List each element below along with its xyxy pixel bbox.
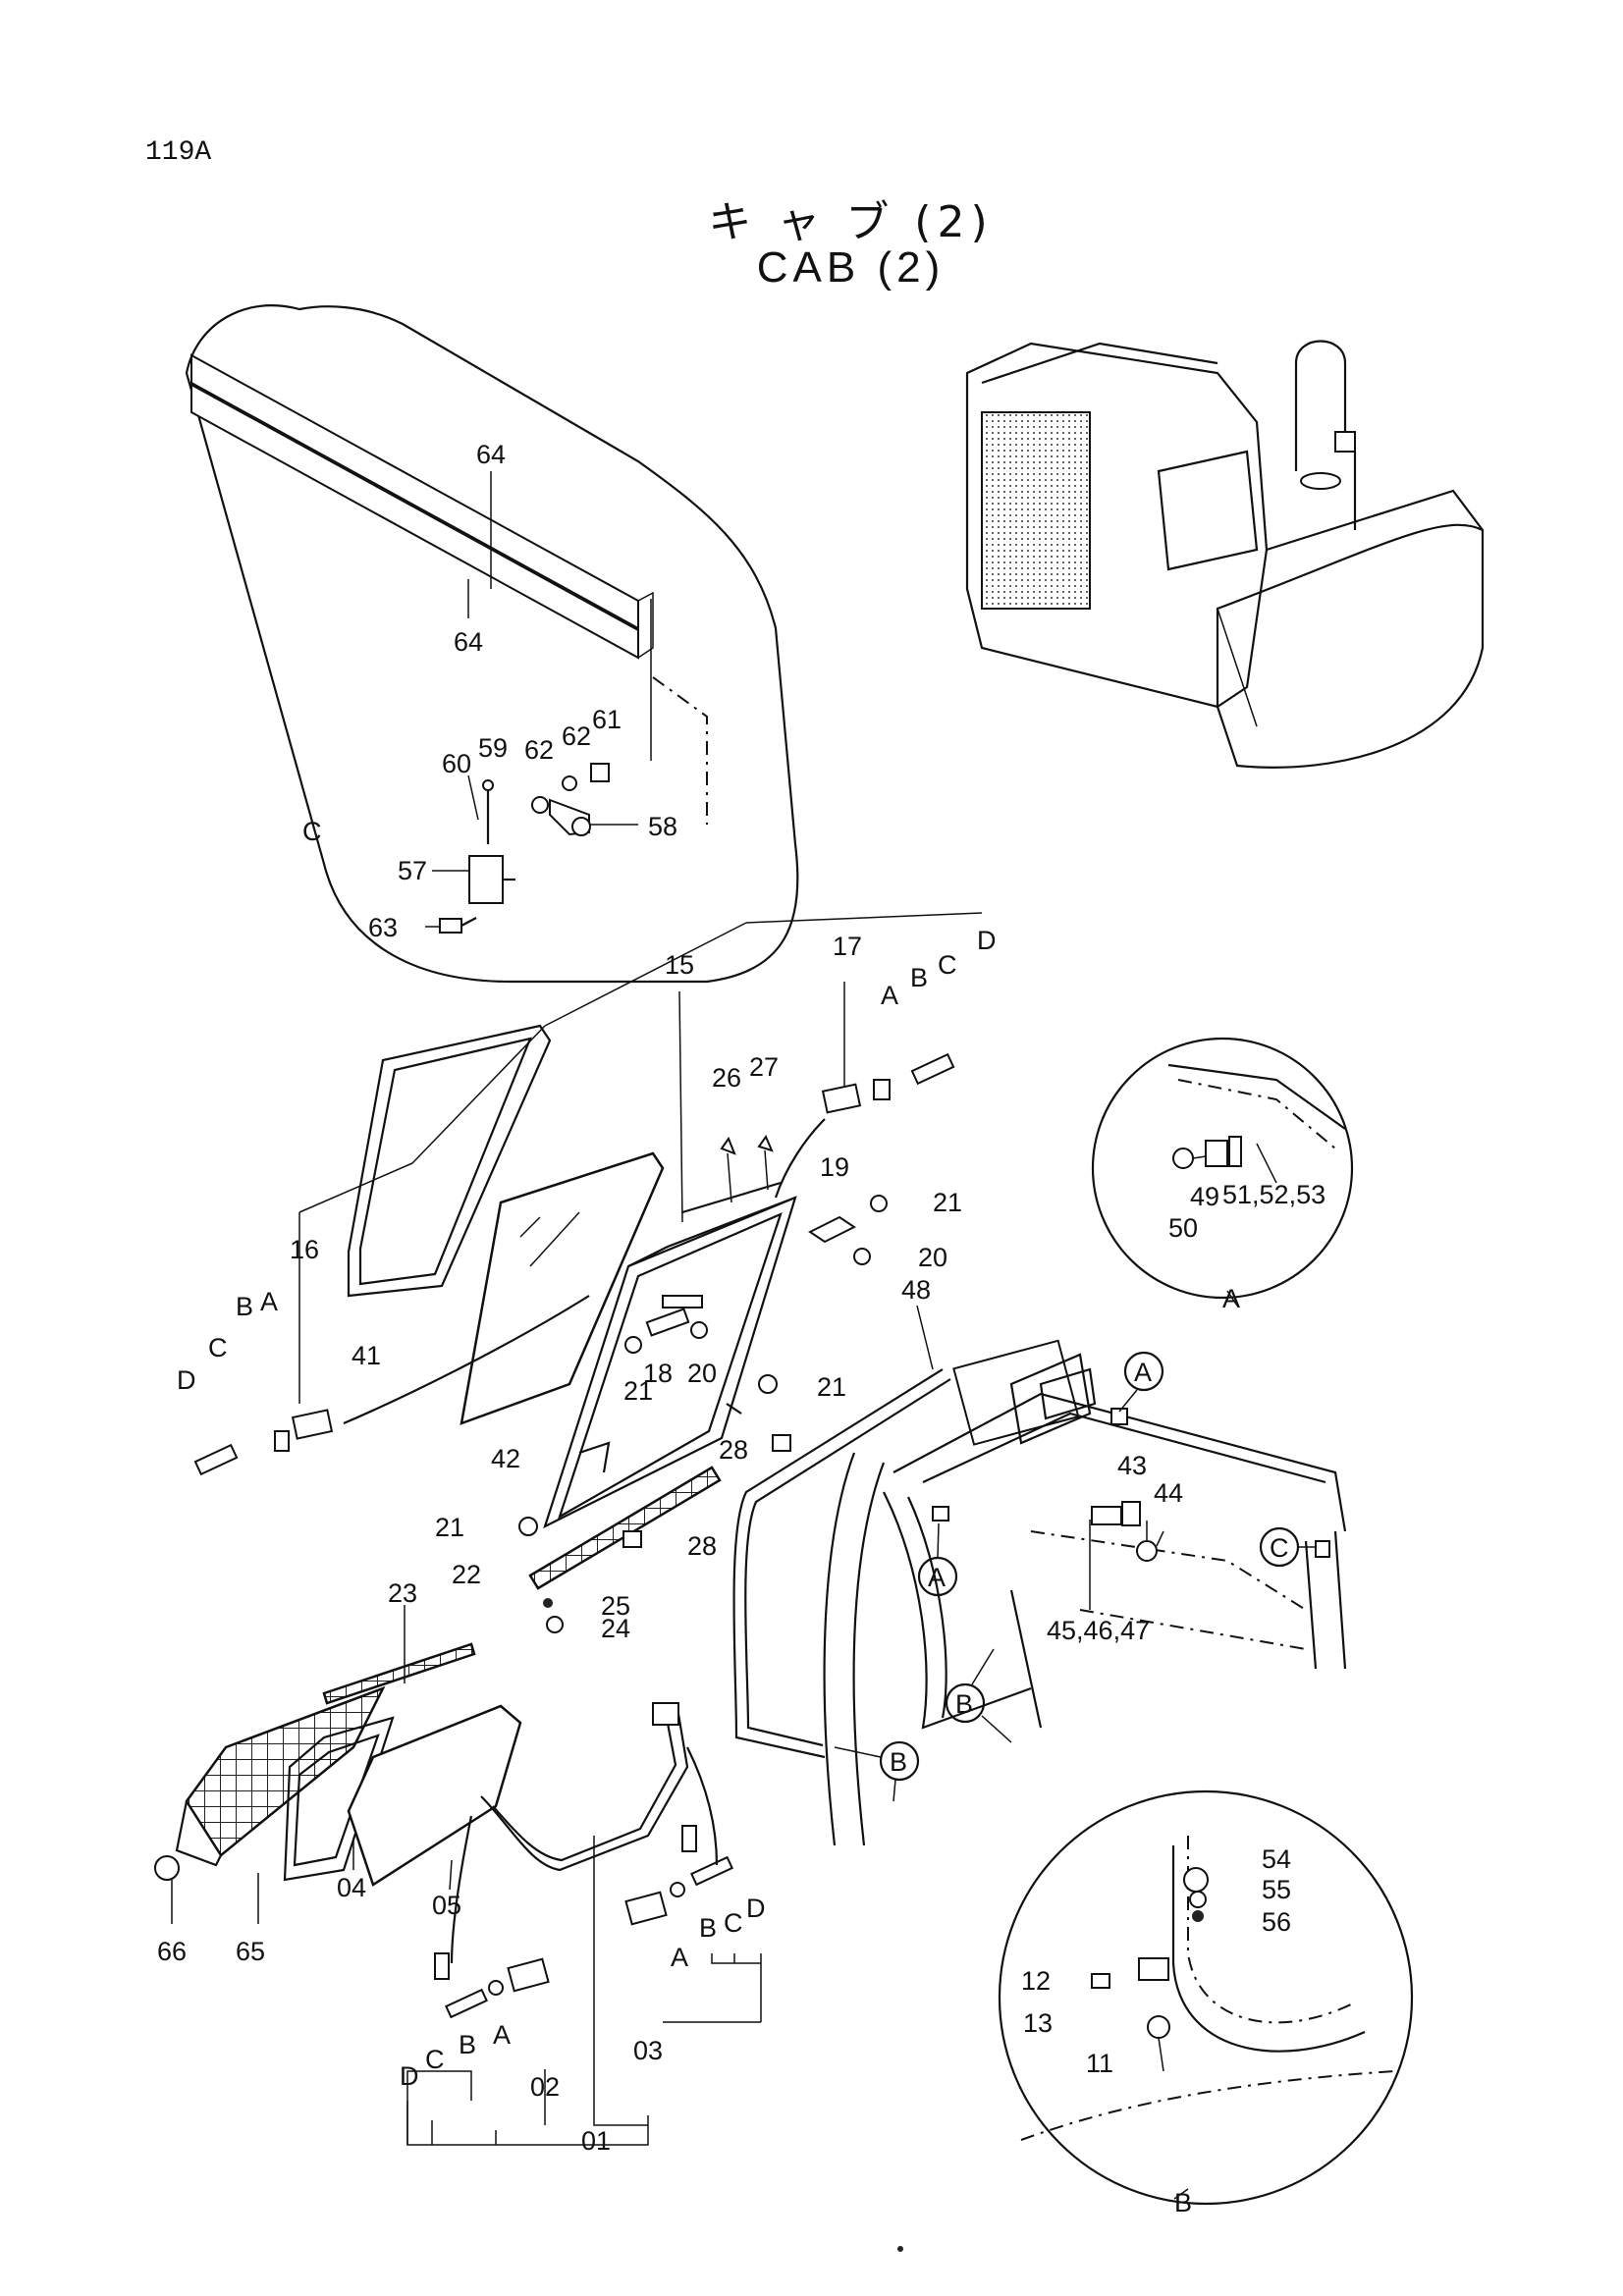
letter-d-left: D bbox=[177, 1365, 196, 1395]
callout-42: 42 bbox=[491, 1444, 520, 1473]
callout-labels: 64 64 59 60 62 62 61 58 57 63 15 17 26 2… bbox=[157, 440, 1325, 2156]
letter-b-bottom: B bbox=[459, 2030, 476, 2059]
letter-c-bottom: C bbox=[425, 2045, 445, 2074]
stray-dot bbox=[897, 2246, 903, 2252]
detail-b-label: B bbox=[1174, 2188, 1192, 2217]
callout-15: 15 bbox=[665, 950, 694, 980]
callout-11: 11 bbox=[1086, 2049, 1113, 2078]
letter-d-top: D bbox=[977, 926, 997, 955]
callout-02: 02 bbox=[530, 2072, 560, 2102]
callout-58: 58 bbox=[648, 812, 677, 841]
callout-43: 43 bbox=[1117, 1451, 1147, 1480]
callout-66: 66 bbox=[157, 1937, 187, 1966]
letter-b-top: B bbox=[910, 963, 928, 992]
page-number: 119A bbox=[145, 137, 212, 168]
letter-a-left: A bbox=[260, 1287, 278, 1316]
callout-28-b: 28 bbox=[687, 1531, 717, 1561]
callout-16: 16 bbox=[290, 1235, 319, 1264]
marker-b-right: B bbox=[955, 1689, 973, 1719]
callout-21-a: 21 bbox=[933, 1188, 962, 1217]
callout-62-left: 62 bbox=[524, 735, 554, 765]
callout-55: 55 bbox=[1262, 1875, 1291, 1904]
door-assembly bbox=[193, 912, 983, 1705]
reference-markers: A A B B C bbox=[834, 1351, 1316, 1802]
marker-b-left: B bbox=[890, 1747, 907, 1777]
letter-c-top: C bbox=[938, 950, 957, 980]
callout-20-b: 20 bbox=[687, 1359, 717, 1388]
cab-overview-illustration bbox=[965, 340, 1485, 769]
callout-21-b: 21 bbox=[623, 1376, 653, 1406]
callout-13: 13 bbox=[1023, 2008, 1053, 2038]
callout-03: 03 bbox=[633, 2036, 663, 2065]
callout-48: 48 bbox=[901, 1275, 931, 1305]
letter-d-bottom: D bbox=[400, 2061, 419, 2091]
letter-b-mid: B bbox=[699, 1913, 717, 1943]
callout-23: 23 bbox=[388, 1578, 417, 1608]
callout-41: 41 bbox=[352, 1341, 381, 1370]
callout-62-right: 62 bbox=[562, 721, 591, 751]
callout-56: 56 bbox=[1262, 1907, 1291, 1937]
callout-04: 04 bbox=[337, 1873, 366, 1902]
marker-a-top: A bbox=[1134, 1358, 1152, 1387]
callout-64-top: 64 bbox=[476, 440, 506, 469]
callout-64-bottom: 64 bbox=[454, 627, 483, 657]
letter-a-mid: A bbox=[671, 1943, 688, 1972]
callout-28-a: 28 bbox=[719, 1435, 748, 1465]
detail-c-label: C bbox=[302, 817, 322, 846]
callout-49: 49 bbox=[1190, 1182, 1219, 1211]
callout-51-52-53: 51,52,53 bbox=[1222, 1180, 1325, 1209]
letter-d-mid: D bbox=[746, 1894, 766, 1923]
callout-17: 17 bbox=[833, 932, 862, 961]
callout-59: 59 bbox=[478, 733, 508, 763]
callout-65: 65 bbox=[236, 1937, 265, 1966]
callout-54: 54 bbox=[1262, 1844, 1291, 1874]
callout-12: 12 bbox=[1021, 1966, 1051, 1996]
callout-45-46-47: 45,46,47 bbox=[1047, 1616, 1150, 1645]
cab-frame bbox=[732, 1305, 1347, 1846]
detail-a-label: A bbox=[1222, 1284, 1240, 1313]
callout-26: 26 bbox=[712, 1063, 741, 1093]
callout-22: 22 bbox=[452, 1560, 481, 1589]
callout-20-a: 20 bbox=[918, 1243, 947, 1272]
callout-25: 25 bbox=[601, 1591, 630, 1621]
detail-b-view bbox=[998, 1789, 1414, 2206]
callout-50: 50 bbox=[1168, 1213, 1198, 1243]
callout-18: 18 bbox=[643, 1359, 673, 1388]
marker-a-left: A bbox=[928, 1563, 946, 1592]
callout-57: 57 bbox=[398, 856, 427, 885]
callout-24: 24 bbox=[601, 1614, 630, 1643]
marker-c: C bbox=[1270, 1533, 1289, 1563]
callout-21-d: 21 bbox=[435, 1513, 464, 1542]
callout-60: 60 bbox=[442, 749, 471, 778]
latch-letter-labels: A B C D A B C D A B C D A B C D C A B bbox=[177, 817, 1240, 2217]
callout-19: 19 bbox=[820, 1152, 849, 1182]
detail-c-view bbox=[185, 304, 799, 984]
callout-27: 27 bbox=[749, 1052, 779, 1082]
callout-44: 44 bbox=[1154, 1478, 1183, 1508]
letter-a-bottom: A bbox=[493, 2020, 511, 2050]
letter-a-top: A bbox=[881, 981, 898, 1010]
detail-a-view bbox=[1091, 1037, 1354, 1307]
callout-05: 05 bbox=[432, 1891, 461, 1920]
callout-63: 63 bbox=[368, 913, 398, 942]
letter-c-mid: C bbox=[724, 1908, 743, 1938]
callout-01: 01 bbox=[581, 2126, 611, 2156]
letter-c-left: C bbox=[208, 1333, 228, 1362]
title-japanese: キ ャ ブ (2) bbox=[708, 197, 994, 247]
title-english: CAB (2) bbox=[756, 243, 946, 292]
callout-61: 61 bbox=[592, 705, 622, 734]
lower-window-assembly bbox=[154, 1605, 762, 2146]
letter-b-left: B bbox=[236, 1292, 253, 1321]
callout-21-c: 21 bbox=[817, 1372, 846, 1402]
